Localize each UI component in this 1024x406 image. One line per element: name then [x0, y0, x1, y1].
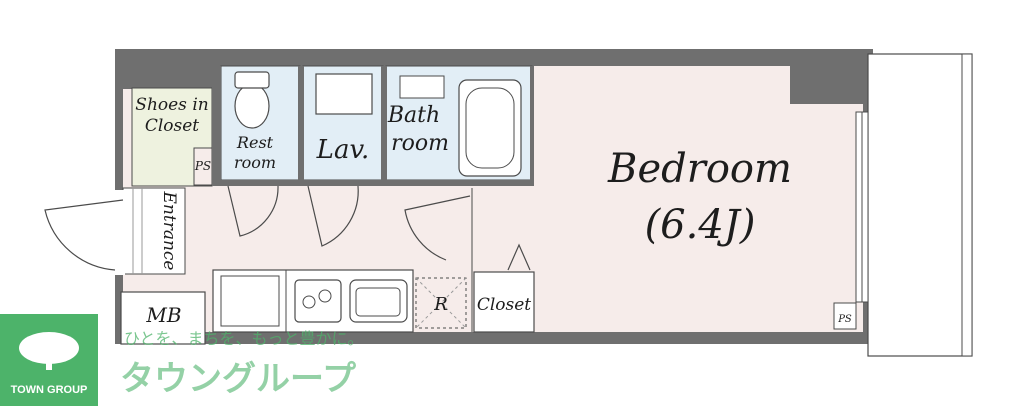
counter-left-cabinet — [220, 275, 280, 327]
entrance-label: Entrance — [159, 191, 179, 271]
stove — [294, 279, 342, 323]
ps-bottom-box — [833, 302, 857, 330]
refrigerator-label: R — [433, 294, 448, 315]
toilet-tank — [234, 71, 270, 89]
closet-box — [473, 271, 535, 333]
balcony-frame — [867, 53, 973, 357]
shoes-closet-label-1: Shoes in — [135, 95, 208, 115]
slogan: ひとを、まちを、もっと豊かに。 — [124, 329, 364, 348]
sink — [349, 279, 408, 323]
lav-label: Lav. — [316, 135, 370, 165]
bathtub-inner — [465, 87, 515, 169]
wall-bath-bed — [530, 66, 534, 186]
logo-caption: TOWN GROUP — [11, 384, 88, 396]
closet-label: Closet — [477, 295, 531, 315]
entrance-tiles — [132, 188, 143, 274]
wall-shoes-right — [212, 66, 221, 186]
toilet-bowl — [234, 83, 270, 129]
burner-1 — [302, 295, 316, 309]
wall-rest-lav — [298, 66, 304, 186]
restroom-label-1: Rest — [236, 133, 274, 152]
burner-2 — [318, 289, 332, 303]
wall-lav-bath — [381, 66, 387, 186]
wall-entrance-left — [115, 190, 125, 275]
company-katakana: タウングループ — [120, 359, 356, 399]
tree-icon — [19, 332, 79, 370]
refrigerator-space — [415, 277, 467, 329]
bedroom-label: Bedroom — [607, 146, 792, 192]
wall-notch — [790, 66, 863, 104]
bathroom-label-2: room — [391, 131, 449, 156]
shoes-closet-label-2: Closet — [145, 116, 199, 136]
mb-label: MB — [145, 303, 181, 327]
sink-basin — [355, 287, 401, 317]
door-swings — [44, 185, 531, 271]
wall-wet-bottom — [213, 180, 533, 186]
mb-box — [120, 291, 206, 345]
wall-upper-left — [115, 49, 213, 89]
bath-sink — [399, 75, 445, 99]
bedroom-size-label: (6.4J) — [645, 202, 756, 248]
lav-basin — [315, 73, 373, 115]
bathroom-label-1: Bath — [387, 103, 440, 128]
ps-top-label: PS — [194, 159, 211, 173]
ps-bottom-label: PS — [837, 314, 852, 325]
bathtub — [458, 79, 522, 177]
restroom-label-2: room — [234, 153, 276, 172]
balcony-rail — [961, 53, 973, 357]
